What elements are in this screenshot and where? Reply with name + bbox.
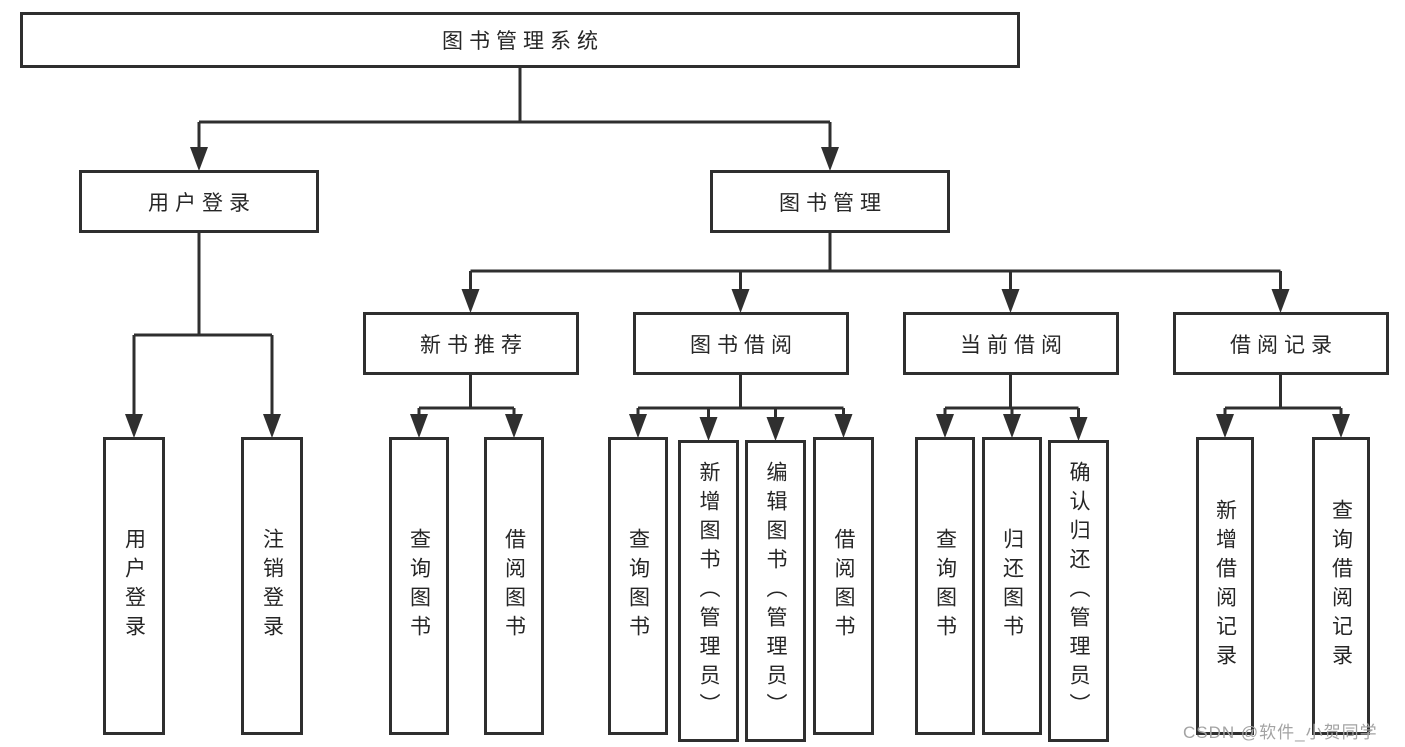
leaf-query-borrow-record: 查询借阅记录 xyxy=(1312,437,1370,735)
leaf-label: 新增借阅记录 xyxy=(1213,499,1237,673)
node-borrowing-records: 借阅记录 xyxy=(1173,312,1389,375)
node-library-system: 图书管理系统 xyxy=(20,12,1020,68)
leaf-label: 查询图书 xyxy=(626,528,650,644)
leaf-logout-login: 注销登录 xyxy=(241,437,303,735)
node-new-book-recommend: 新书推荐 xyxy=(363,312,579,375)
leaf-user-login: 用户登录 xyxy=(103,437,165,735)
node-current-borrowing: 当前借阅 xyxy=(903,312,1119,375)
arrowheads xyxy=(125,147,1350,441)
leaf-borrow-books-recommend: 借阅图书 xyxy=(484,437,544,735)
leaf-label: 注销登录 xyxy=(260,528,284,644)
leaf-label: 借阅图书 xyxy=(502,528,526,644)
leaf-query-books-borrow: 查询图书 xyxy=(608,437,668,735)
leaf-label: 用户登录 xyxy=(122,528,146,644)
node-book-borrowing: 图书借阅 xyxy=(633,312,849,375)
leaf-label: 归还图书 xyxy=(1000,528,1024,644)
leaf-confirm-return-admin: 确认归还（管理员） xyxy=(1048,440,1109,742)
leaf-label: 查询图书 xyxy=(933,528,957,644)
leaf-add-books-admin: 新增图书（管理员） xyxy=(678,440,739,742)
node-book-management: 图书管理 xyxy=(710,170,950,233)
leaf-borrow-books: 借阅图书 xyxy=(813,437,874,735)
leaf-label: 确认归还（管理员） xyxy=(1067,460,1090,722)
leaf-edit-books-admin: 编辑图书（管理员） xyxy=(745,440,806,742)
leaf-label: 查询图书 xyxy=(407,528,431,644)
leaf-label: 借阅图书 xyxy=(832,528,855,644)
node-user-login: 用户登录 xyxy=(79,170,319,233)
leaf-label: 查询借阅记录 xyxy=(1329,499,1353,673)
leaf-query-books-current: 查询图书 xyxy=(915,437,975,735)
leaf-label: 新增图书（管理员） xyxy=(697,460,720,722)
leaf-add-borrow-record: 新增借阅记录 xyxy=(1196,437,1254,735)
leaf-query-books-recommend: 查询图书 xyxy=(389,437,449,735)
leaf-label: 编辑图书（管理员） xyxy=(764,460,787,722)
leaf-return-books: 归还图书 xyxy=(982,437,1042,735)
csdn-watermark: CSDN @软件_小贺同学 xyxy=(1183,723,1378,742)
